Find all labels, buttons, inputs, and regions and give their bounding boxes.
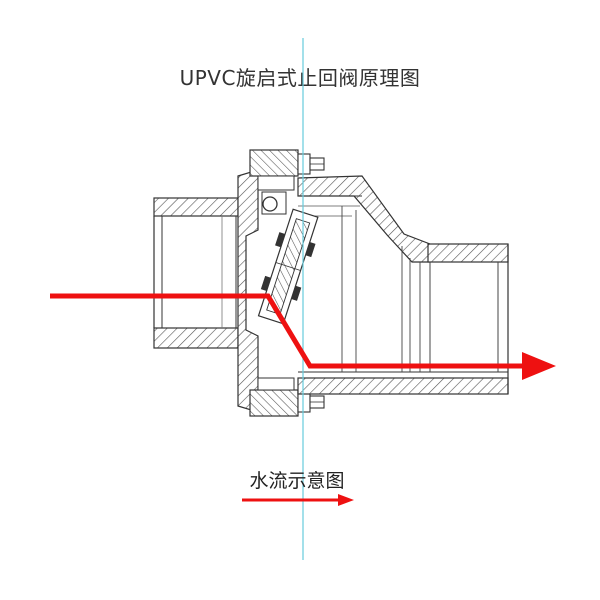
bolt-top xyxy=(297,153,325,175)
inlet-flange xyxy=(237,149,299,417)
legend-label: 水流示意图 xyxy=(249,470,345,492)
outlet-socket xyxy=(427,243,509,394)
valve-body xyxy=(297,175,509,395)
swing-disc xyxy=(257,208,319,325)
diagram-title: UPVC旋启式止回阀原理图 xyxy=(179,66,421,90)
bolt-bottom xyxy=(297,391,325,413)
hinge-pin xyxy=(261,191,287,215)
flow-arrow-icon xyxy=(50,293,556,380)
legend-arrow-icon xyxy=(242,494,354,506)
inlet-socket xyxy=(153,197,239,349)
